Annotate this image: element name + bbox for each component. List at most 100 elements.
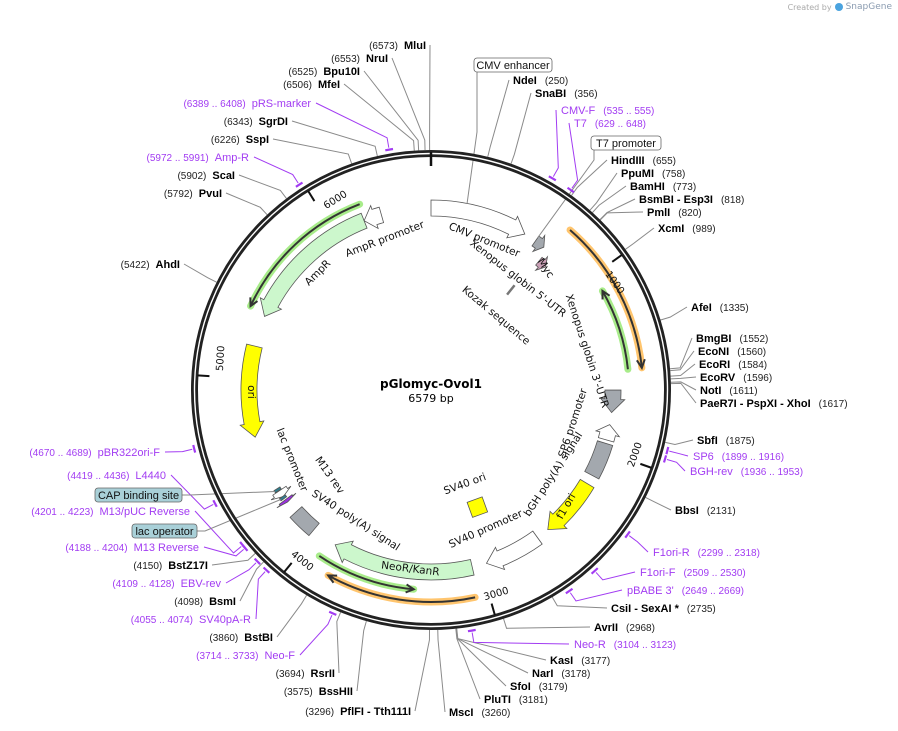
- enzyme-label-msci[interactable]: MscI(3260): [449, 707, 510, 719]
- primer-label-sp6[interactable]: SP6(1899 .. 1916): [693, 451, 784, 463]
- orf-arc[interactable]: [249, 203, 360, 307]
- ampr-promoter-feature[interactable]: [363, 204, 385, 230]
- enzyme-label-bpu10i[interactable]: (6525)Bpu10I: [288, 66, 360, 78]
- kozak-sequence-feature[interactable]: [506, 284, 516, 296]
- primer-mark[interactable]: [548, 175, 557, 182]
- cap-binding-site-label-box[interactable]: [94, 487, 183, 503]
- enzyme-label-bsshii[interactable]: (3575)BssHII: [284, 686, 353, 698]
- enzyme-label-ndei[interactable]: NdeI(250): [513, 75, 568, 87]
- enzyme-label-snabi[interactable]: SnaBI(356): [535, 88, 598, 100]
- primer-mark[interactable]: [242, 544, 249, 552]
- xenopus-globin-5-utr-feature[interactable]: [531, 233, 546, 253]
- enzyme-label-csii-sexai[interactable]: CsiI - SexAI *(2735): [611, 603, 716, 615]
- bgh-poly-a-signal-feature[interactable]: [584, 440, 614, 480]
- enzyme-label-pmli[interactable]: PmlI(820): [647, 207, 702, 219]
- enzyme-label-econi[interactable]: EcoNI(1560): [698, 346, 766, 358]
- enzyme-label-sspi[interactable]: (6226)SspI: [211, 134, 269, 146]
- lac-promoter-feature[interactable]: [270, 485, 292, 501]
- enzyme-label-ecorv[interactable]: EcoRV(1596): [700, 372, 772, 384]
- enzyme-label-bamhi[interactable]: BamHI(773): [630, 181, 696, 193]
- orf-arc[interactable]: [318, 555, 414, 591]
- sv40-poly-a-signal-feature[interactable]: [289, 506, 320, 537]
- primer-label-amp-r[interactable]: (5972 .. 5991)Amp-R: [147, 152, 250, 164]
- xenopus-globin-3-utr-feature[interactable]: [599, 389, 626, 414]
- primer-label-bgh-rev[interactable]: BGH-rev(1936 .. 1953): [690, 466, 803, 478]
- primer-label-t7[interactable]: T7(629 .. 648): [574, 118, 646, 130]
- primer-mark[interactable]: [262, 566, 271, 574]
- enzyme-label-sfoi[interactable]: SfoI(3179): [510, 681, 568, 693]
- enzyme-label-bbsi[interactable]: BbsI(2131): [675, 505, 736, 517]
- enzyme-label-pflfi-tth111i[interactable]: (3296)PflFI - Tth111I: [305, 706, 411, 718]
- label-sv40-polya[interactable]: SV40 poly(A) signal: [309, 488, 402, 554]
- primer-mark[interactable]: [385, 147, 394, 152]
- enzyme-label-ecori[interactable]: EcoRI(1584): [699, 359, 767, 371]
- primer-mark[interactable]: [253, 557, 261, 565]
- cmv-enhancer-label-box[interactable]: [473, 57, 553, 73]
- primer-mark[interactable]: [665, 446, 670, 455]
- primer-mark[interactable]: [662, 455, 668, 463]
- ori-feature[interactable]: [239, 343, 265, 438]
- enzyme-label-noti[interactable]: NotI(1611): [700, 385, 758, 397]
- enzyme-label-hindiii[interactable]: HindIII(655): [611, 155, 676, 167]
- primer-mark[interactable]: [328, 610, 337, 616]
- enzyme-label-pluti[interactable]: PluTI(3181): [484, 694, 548, 706]
- enzyme-label-pvui[interactable]: (5792)PvuI: [164, 188, 222, 200]
- f1-ori-feature[interactable]: [547, 478, 595, 531]
- enzyme-label-rsrii[interactable]: (3694)RsrII: [276, 668, 335, 680]
- myc-feature[interactable]: [534, 255, 549, 272]
- enzyme-label-mfei[interactable]: (6506)MfeI: [283, 79, 340, 91]
- enzyme-label-ppumi[interactable]: PpuMI(758): [621, 168, 685, 180]
- enzyme-label-xcmi[interactable]: XcmI(989): [658, 223, 716, 235]
- enzyme-label-bsmbi-esp3i[interactable]: BsmBI - Esp3I(818): [639, 194, 744, 206]
- primer-mark[interactable]: [590, 567, 599, 575]
- enzyme-label-sbfi[interactable]: SbfI(1875): [697, 435, 755, 447]
- enzyme-label-ahdi[interactable]: (5422)AhdI: [121, 259, 180, 271]
- m13-rev-feature[interactable]: [276, 492, 297, 509]
- enzyme-label-scai[interactable]: (5902)ScaI: [177, 170, 235, 182]
- primer-mark[interactable]: [566, 186, 575, 194]
- enzyme-label-mlui[interactable]: (6573)MluI: [369, 40, 426, 52]
- primer-label-pbr322ori-f[interactable]: (4670 .. 4689)pBR322ori-F: [29, 447, 160, 459]
- orf-arc[interactable]: [569, 229, 643, 368]
- enzyme-label-avrii[interactable]: AvrII(2968): [594, 622, 655, 634]
- primer-label-neo-r[interactable]: Neo-R(3104 .. 3123): [574, 639, 676, 651]
- enzyme-label-bmgbi[interactable]: BmgBI(1552): [696, 333, 768, 345]
- enzyme-label-bstz17i[interactable]: (4150)BstZ17I: [133, 560, 208, 572]
- primer-mark[interactable]: [624, 530, 631, 539]
- primer-label-f1ori-f[interactable]: F1ori-F(2509 .. 2530): [640, 567, 746, 579]
- enzyme-label-sgrdi[interactable]: (6343)SgrDI: [224, 116, 288, 128]
- primer-label-l4440[interactable]: (4419 .. 4436)L4440: [67, 470, 166, 482]
- enzyme-label-afei[interactable]: AfeI(1335): [691, 302, 749, 314]
- lac-operator-feature[interactable]: [278, 494, 288, 502]
- label-kozak-sequence[interactable]: Kozak sequence: [460, 284, 533, 348]
- primer-label-m13-reverse[interactable]: (4188 .. 4204)M13 Reverse: [65, 542, 199, 554]
- primer-label-m13-puc-reverse[interactable]: (4201 .. 4223)M13/pUC Reverse: [31, 506, 190, 518]
- cap-binding-site-feature[interactable]: [273, 486, 282, 494]
- primer-label-neo-f[interactable]: (3714 .. 3733)Neo-F: [196, 650, 295, 662]
- lac-operator-label-box[interactable]: [131, 523, 198, 539]
- label-sv40-ori[interactable]: SV40 ori: [442, 471, 488, 497]
- neor-kanr-feature[interactable]: [334, 540, 475, 581]
- enzyme-label-nari[interactable]: NarI(3178): [532, 668, 590, 680]
- primer-label-prs-marker[interactable]: (6389 .. 6408)pRS-marker: [183, 98, 311, 110]
- primer-label-cmv-f[interactable]: CMV-F(535 .. 555): [561, 105, 654, 117]
- enzyme-label-nrui[interactable]: (6553)NruI: [331, 53, 388, 65]
- primer-label-pbabe-3[interactable]: pBABE 3'(2649 .. 2669): [627, 585, 744, 597]
- enzyme-label-paer7i-pspxi-xhoi[interactable]: PaeR7I - PspXI - XhoI(1617): [700, 398, 848, 410]
- enzyme-label-bsmi[interactable]: (4098)BsmI: [174, 596, 236, 608]
- enzyme-label-kasi[interactable]: KasI(3177): [550, 655, 610, 667]
- sp6-promoter-feature[interactable]: [594, 424, 621, 443]
- primer-label-sv40pa-r[interactable]: (4055 .. 4074)SV40pA-R: [131, 614, 251, 626]
- primer-mark[interactable]: [565, 587, 574, 595]
- orf-arc[interactable]: [601, 290, 629, 370]
- label-ori[interactable]: ori: [245, 385, 257, 399]
- t7-promoter-label-box[interactable]: [590, 135, 662, 151]
- enzyme-label-bstbi[interactable]: (3860)BstBI: [209, 632, 273, 644]
- primer-label-f1ori-r[interactable]: F1ori-R(2299 .. 2318): [653, 547, 760, 559]
- primer-mark[interactable]: [467, 628, 476, 633]
- sv40-promoter-feature[interactable]: [485, 530, 543, 571]
- primer-label-ebv-rev[interactable]: (4109 .. 4128)EBV-rev: [112, 578, 221, 590]
- primer-mark[interactable]: [295, 181, 304, 188]
- label-lac-promoter[interactable]: lac promoter: [274, 426, 311, 493]
- sv40-ori-feature[interactable]: [466, 496, 489, 518]
